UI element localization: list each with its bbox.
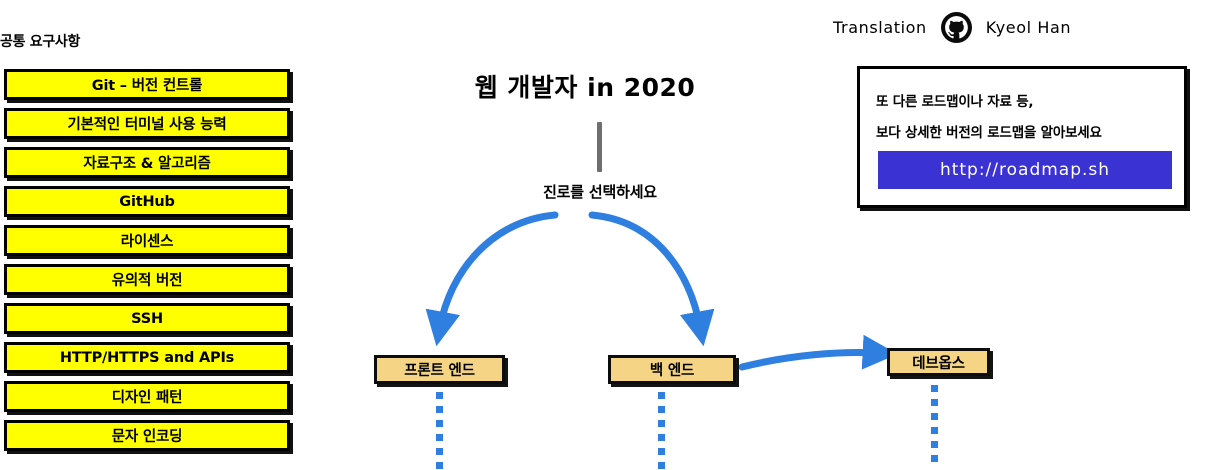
branch-node-devops[interactable]: 데브옵스 — [887, 348, 990, 376]
dot — [658, 420, 665, 427]
dot — [436, 448, 443, 455]
dot — [931, 427, 938, 434]
dot — [436, 392, 443, 399]
roadmap-callout-box: 또 다른 로드맵이나 자료 등, 보다 상세한 버전의 로드맵을 알아보세요 h… — [857, 66, 1187, 208]
dot — [931, 385, 938, 392]
dot — [658, 462, 665, 469]
roadmap-text-line-1: 또 다른 로드맵이나 자료 등, — [876, 94, 1034, 110]
dotted-path-backend — [658, 392, 665, 470]
branch-arrows — [425, 211, 898, 371]
arrow-to-backend — [588, 211, 715, 347]
common-requirements-list: Git – 버전 컨트롤 기본적인 터미널 사용 능력 자료구조 & 알고리즘 … — [4, 69, 294, 459]
requirement-item-design-patterns[interactable]: 디자인 패턴 — [4, 381, 290, 412]
github-icon[interactable] — [940, 12, 972, 43]
dot — [931, 455, 938, 462]
requirement-item-terminal[interactable]: 기본적인 터미널 사용 능력 — [4, 108, 290, 139]
dot — [436, 406, 443, 413]
dotted-path-devops — [931, 385, 938, 469]
dot — [658, 434, 665, 441]
requirement-item-github[interactable]: GitHub — [4, 186, 290, 217]
requirement-item-data-structures[interactable]: 자료구조 & 알고리즘 — [4, 147, 290, 178]
branch-node-backend[interactable]: 백 엔드 — [608, 355, 736, 384]
requirement-item-semantic-versioning[interactable]: 유의적 버전 — [4, 264, 290, 295]
requirement-item-licenses[interactable]: 라이센스 — [4, 225, 290, 256]
translator-name: Kyeol Han — [985, 18, 1072, 37]
translation-label: Translation — [833, 18, 927, 37]
roadmap-text-line-2: 보다 상세한 버전의 로드맵을 알아보세요 — [876, 125, 1102, 141]
dot — [931, 441, 938, 448]
choose-path-label: 진로를 선택하세요 — [543, 183, 657, 201]
arrow-to-devops — [738, 334, 898, 371]
requirement-item-http-apis[interactable]: HTTP/HTTPS and APIs — [4, 342, 290, 373]
dotted-path-frontend — [436, 392, 443, 470]
dot — [436, 420, 443, 427]
dot — [436, 462, 443, 469]
page-title: 웹 개발자 in 2020 — [474, 73, 696, 102]
arrow-to-frontend — [425, 211, 559, 347]
dot — [931, 399, 938, 406]
dot — [931, 413, 938, 420]
common-requirements-heading: 공통 요구사항 — [0, 34, 81, 50]
dot — [436, 434, 443, 441]
requirement-item-character-encoding[interactable]: 문자 인코딩 — [4, 420, 290, 451]
requirement-item-git[interactable]: Git – 버전 컨트롤 — [4, 69, 290, 100]
roadmap-url-button[interactable]: http://roadmap.sh — [878, 151, 1172, 189]
dot — [658, 448, 665, 455]
center-stem-line — [597, 122, 602, 172]
dot — [658, 406, 665, 413]
dot — [658, 392, 665, 399]
branch-node-frontend[interactable]: 프론트 엔드 — [374, 355, 505, 384]
translation-credit: Translation Kyeol Han — [833, 12, 1071, 43]
requirement-item-ssh[interactable]: SSH — [4, 303, 290, 334]
